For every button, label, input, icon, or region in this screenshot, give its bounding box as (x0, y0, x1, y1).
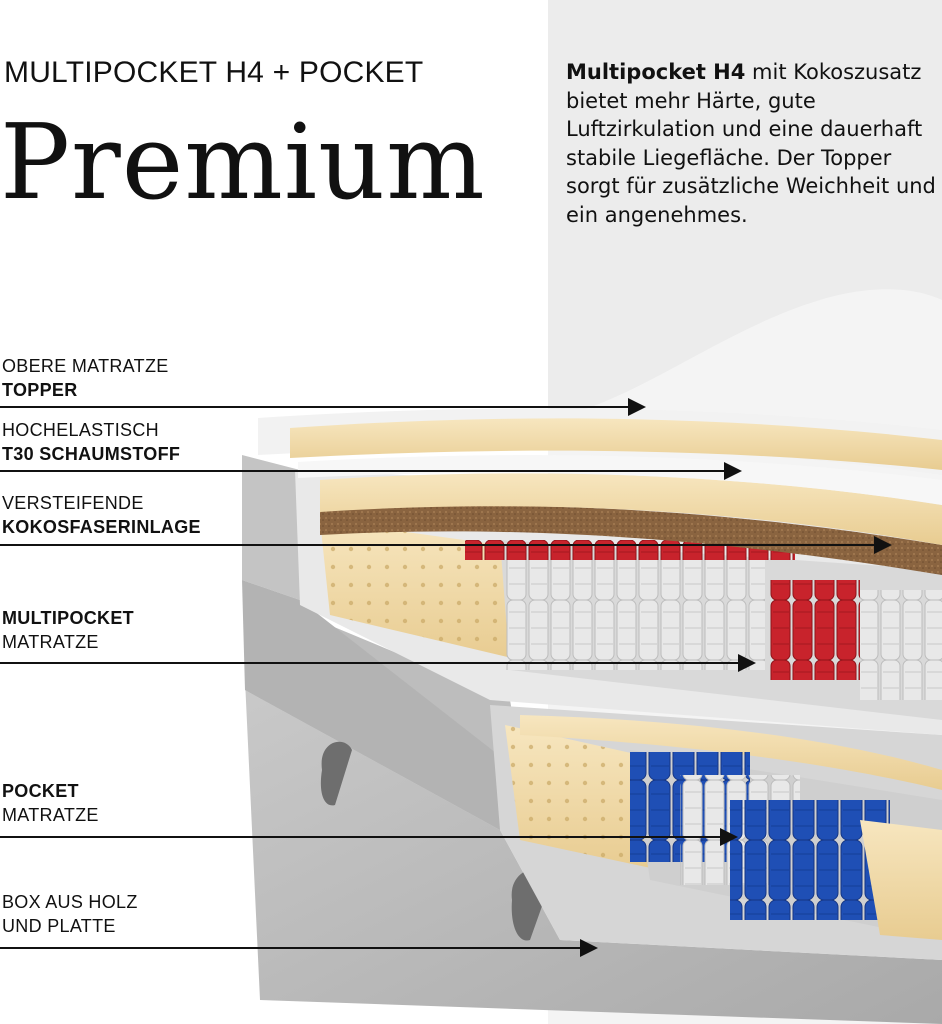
layer-label-topper: OBERE MATRATZE TOPPER (2, 354, 169, 402)
layer-label-foam: HOCHELASTISCH T30 SCHAUMSTOFF (2, 418, 180, 466)
description-text: mit Kokoszusatz bietet mehr Härte, gute … (566, 60, 936, 227)
layer-label-multipocket: MULTIPOCKET MATRATZE (2, 606, 134, 654)
layer-label-line2: UND PLATTE (2, 916, 116, 936)
layer-label-line1: VERSTEIFENDE (2, 493, 144, 513)
description-bold-lead: Multipocket H4 (566, 60, 746, 84)
layer-label-line1: BOX AUS HOLZ (2, 892, 138, 912)
layer-label-line2: MATRATZE (2, 805, 99, 825)
layer-label-line1: POCKET (2, 781, 79, 801)
layer-label-line2: TOPPER (2, 380, 78, 400)
layer-label-line1: HOCHELASTISCH (2, 420, 159, 440)
layer-label-coconut: VERSTEIFENDE KOKOSFASERINLAGE (2, 491, 201, 539)
layer-label-line1: MULTIPOCKET (2, 608, 134, 628)
layer-label-line1: OBERE MATRATZE (2, 356, 169, 376)
product-subtitle: MULTIPOCKET H4 + POCKET (4, 56, 424, 89)
layer-label-line2: MATRATZE (2, 632, 99, 652)
page-title: Premium (0, 101, 486, 223)
layer-label-line2: T30 SCHAUMSTOFF (2, 444, 181, 464)
layer-label-line2: KOKOSFASERINLAGE (2, 517, 201, 537)
product-description: Multipocket H4 mit Kokoszusatz bietet me… (566, 58, 936, 230)
layer-label-pocket: POCKET MATRATZE (2, 779, 99, 827)
layer-label-box: BOX AUS HOLZ UND PLATTE (2, 890, 138, 938)
